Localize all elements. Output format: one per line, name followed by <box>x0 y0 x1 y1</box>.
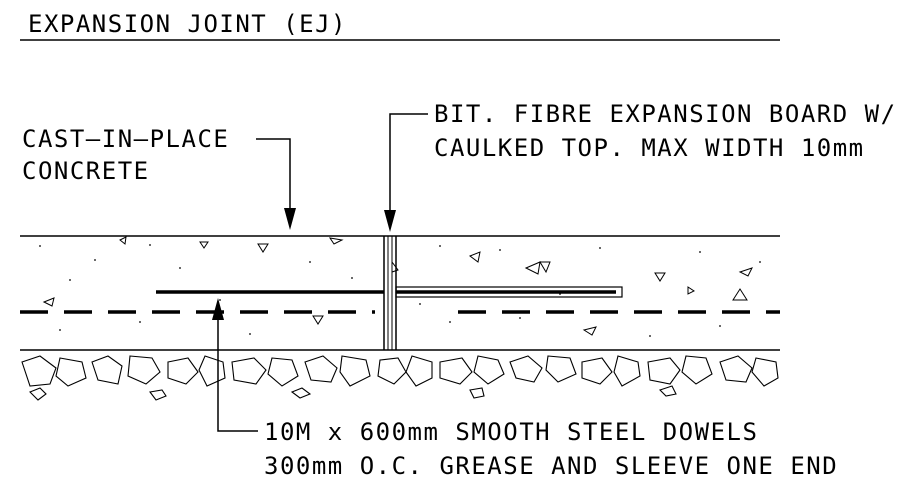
concrete-leader <box>256 138 296 230</box>
concrete-label-line1: CAST–IN–PLACE <box>22 125 229 153</box>
dowel-label-line1: 10M x 600mm SMOOTH STEEL DOWELS <box>264 418 758 446</box>
dowel-leader <box>212 298 258 432</box>
dowel-label-line2: 300mm O.C. GREASE AND SLEEVE ONE END <box>264 452 838 480</box>
concrete-stipple-dots <box>39 244 761 337</box>
expansion-board <box>383 236 397 350</box>
granular-base-hatch <box>21 355 779 401</box>
dowel-sleeve <box>395 286 623 298</box>
detail-title: EXPANSION JOINT (EJ) <box>28 10 347 38</box>
concrete-label-line2: CONCRETE <box>22 157 150 185</box>
board-label-line1: BIT. FIBRE EXPANSION BOARD W/ <box>434 100 897 128</box>
board-label-line2: CAULKED TOP. MAX WIDTH 10mm <box>434 134 865 162</box>
concrete-aggregate-hatch <box>42 236 753 336</box>
board-leader <box>384 113 428 232</box>
